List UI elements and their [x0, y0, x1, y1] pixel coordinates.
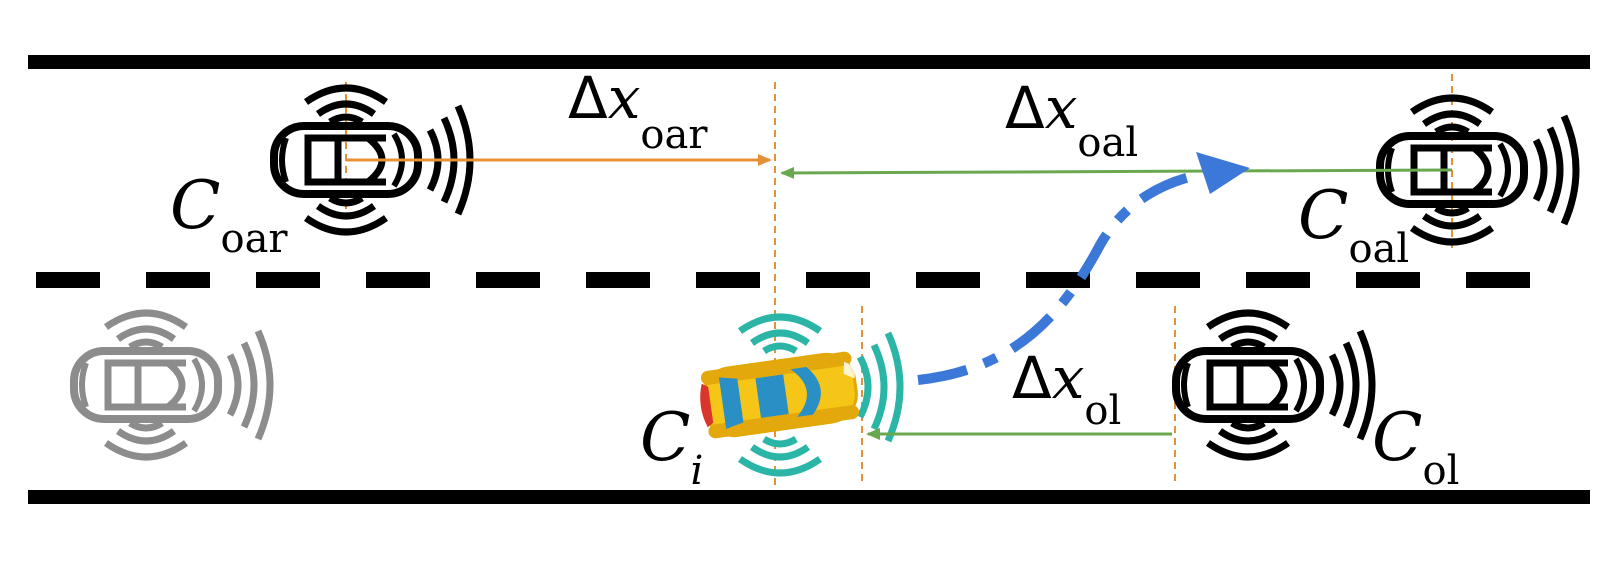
faded-car-icon — [74, 313, 270, 457]
label-c-oar: Coar — [170, 167, 288, 262]
label-delta-x-oar: Δxoar — [568, 64, 708, 158]
label-c-ol: Col — [1372, 399, 1459, 494]
label-c-i: Ci — [640, 399, 703, 494]
trajectory-arrowhead — [1196, 152, 1250, 194]
ego-car-icon — [700, 317, 900, 473]
label-delta-x-ol: Δxol — [1012, 344, 1121, 434]
distance-arrow-oal — [780, 166, 1453, 179]
lane-change-trajectory — [917, 165, 1229, 385]
label-c-oal: Coal — [1298, 177, 1409, 272]
car-ol-icon — [1176, 313, 1372, 457]
label-delta-x-oal: Δxoal — [1005, 74, 1138, 166]
